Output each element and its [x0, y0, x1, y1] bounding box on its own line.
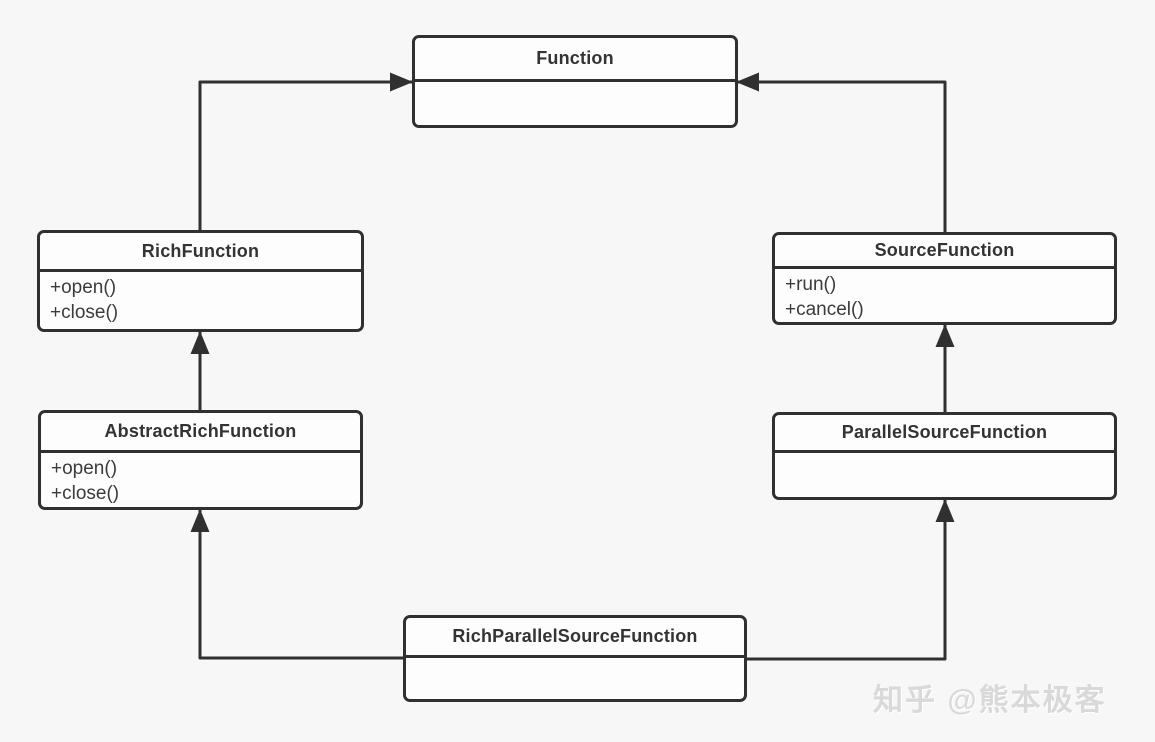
class-box-richparallelsourcefunction: RichParallelSourceFunction — [403, 615, 747, 702]
class-method: +close() — [51, 483, 120, 504]
class-title: Function — [415, 38, 735, 82]
class-title: AbstractRichFunction — [41, 413, 360, 453]
connector-richfunction-to-function — [198, 72, 413, 230]
class-body — [415, 82, 735, 125]
class-title: RichFunction — [40, 233, 361, 272]
class-body: +run() +cancel() — [775, 269, 1114, 322]
class-body: +open() +close() — [40, 272, 361, 329]
class-body — [406, 658, 744, 699]
class-title: ParallelSourceFunction — [775, 415, 1114, 453]
connector-sourcefunction-to-function — [736, 72, 947, 232]
class-box-abstractrichfunction: AbstractRichFunction +open() +close() — [38, 410, 363, 510]
class-method: +open() — [50, 277, 117, 298]
class-box-function: Function — [412, 35, 738, 128]
class-box-sourcefunction: SourceFunction +run() +cancel() — [772, 232, 1117, 325]
class-method: +run() — [785, 274, 837, 295]
class-method: +open() — [51, 458, 118, 479]
connector-richparallelsourcefunction-to-abstractrichfunction — [190, 509, 403, 660]
class-title: SourceFunction — [775, 235, 1114, 269]
class-title: RichParallelSourceFunction — [406, 618, 744, 658]
class-method: +cancel() — [785, 299, 864, 320]
class-box-richfunction: RichFunction +open() +close() — [37, 230, 364, 332]
class-box-parallelsourcefunction: ParallelSourceFunction — [772, 412, 1117, 500]
zhihu-watermark: 知乎 @熊本极客 — [873, 684, 1107, 717]
class-body — [775, 453, 1114, 497]
class-body: +open() +close() — [41, 453, 360, 507]
connector-richparallelsourcefunction-to-parallelsourcefunction — [747, 499, 955, 661]
class-method: +close() — [50, 302, 119, 323]
